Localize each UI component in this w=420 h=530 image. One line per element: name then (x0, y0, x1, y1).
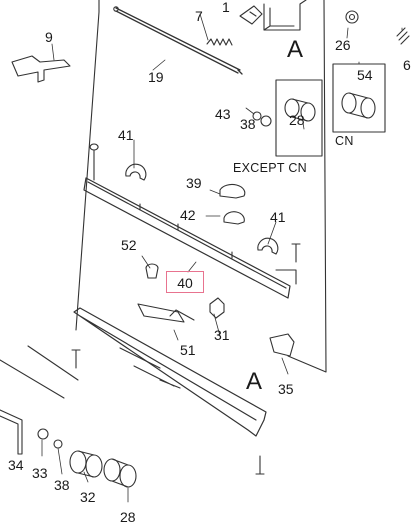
callout-28b: 28 (120, 509, 136, 525)
callout-7: 7 (195, 8, 203, 24)
callout-1: 1 (222, 0, 230, 15)
gear-41-left (125, 163, 147, 181)
callout-54: 54 (357, 67, 373, 83)
callout-43: 43 (215, 106, 231, 122)
callout-51: 51 (180, 342, 196, 358)
roller-28-bottom (103, 458, 121, 482)
callout-6: 6 (403, 57, 411, 73)
highlighted-callout-box[interactable]: 40 (166, 271, 204, 293)
callout-32: 32 (80, 489, 96, 505)
note-cn: CN (335, 134, 354, 148)
callout-31: 31 (214, 327, 230, 343)
screw-left (71, 349, 81, 369)
top-bracket (263, 0, 307, 31)
clip-43 (252, 111, 262, 121)
ref-mark-a-top: A (287, 36, 304, 63)
part-42 (223, 211, 245, 225)
callout-42: 42 (180, 207, 196, 223)
callout-52: 52 (121, 237, 137, 253)
callout-38b: 38 (54, 477, 70, 493)
spring-6 (396, 27, 410, 45)
bracket-35 (269, 333, 295, 357)
callout-35: 35 (278, 381, 294, 397)
callout-39: 39 (186, 175, 202, 191)
callout-33: 33 (32, 465, 48, 481)
part-52 (145, 263, 159, 279)
callout-34: 34 (8, 457, 24, 473)
part-39 (219, 183, 246, 199)
bracket-9 (11, 55, 71, 83)
callout-19: 19 (148, 69, 164, 85)
gear-41-right (257, 237, 279, 255)
callout-41a: 41 (118, 127, 134, 143)
callout-41b: 41 (270, 209, 286, 225)
callout-38a: 38 (240, 116, 256, 132)
part-1 (239, 5, 263, 25)
frame-line-left (75, 0, 100, 331)
shaft-19 (115, 7, 243, 75)
ref-mark-a-bottom: A (246, 368, 263, 395)
screw-bottom (255, 455, 265, 475)
spring-7 (206, 38, 233, 46)
bracket-34 (0, 409, 23, 455)
note-except-cn: EXCEPT CN (233, 161, 308, 175)
callout-9: 9 (45, 29, 53, 45)
callout-26: 26 (335, 37, 351, 53)
rail-40 (83, 177, 291, 299)
box-except-cn (275, 79, 323, 157)
part-31 (209, 297, 225, 319)
roller-32 (69, 450, 87, 474)
frame-line-right (287, 0, 327, 373)
highlighted-part-label: 40 (177, 275, 193, 291)
callout-28a: 28 (289, 112, 305, 128)
plate-51 (73, 307, 267, 437)
